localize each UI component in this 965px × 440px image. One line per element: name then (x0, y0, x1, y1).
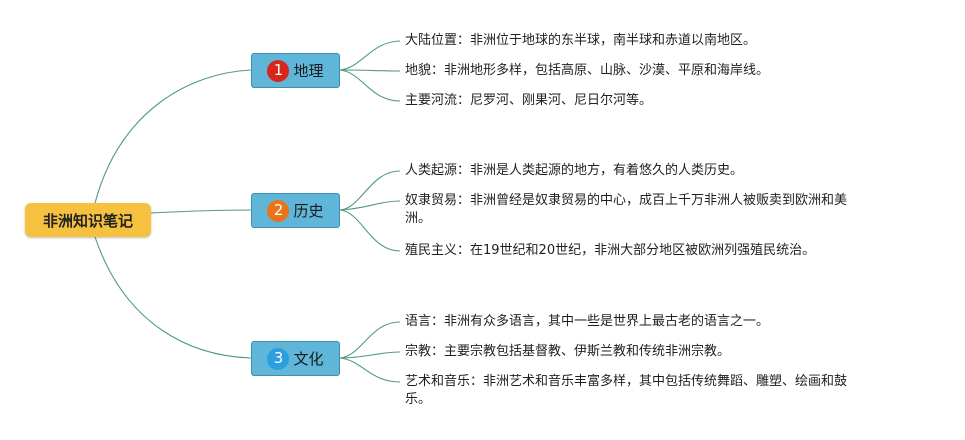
leaf-history-colonialism[interactable]: 殖民主义：在19世纪和20世纪，非洲大部分地区被欧洲列强殖民统治。 (405, 243, 816, 258)
branch-geography[interactable]: 1 地理 (251, 53, 340, 88)
leaf-history-origin[interactable]: 人类起源：非洲是人类起源的地方，有着悠久的人类历史。 (405, 163, 744, 178)
leaf-geography-location[interactable]: 大陆位置：非洲位于地球的东半球，南半球和赤道以南地区。 (405, 33, 757, 48)
number-badge-icon: 1 (267, 59, 290, 82)
leaf-culture-art-music[interactable]: 艺术和音乐：非洲艺术和音乐丰富多样，其中包括传统舞蹈、雕塑、绘画和鼓 乐。 (405, 374, 848, 407)
root-topic-label: 非洲知识笔记 (42, 211, 133, 230)
connector-geography-leaf-1 (339, 40, 401, 71)
connector-culture-leaf-3 (339, 357, 401, 383)
connector-root-culture (94, 236, 252, 359)
branch-history[interactable]: 2 历史 (251, 193, 340, 228)
connector-culture-leaf-1 (339, 321, 401, 359)
leaf-geography-terrain[interactable]: 地貌：非洲地形多样，包括高原、山脉、沙漠、平原和海岸线。 (405, 63, 770, 78)
leaf-history-slave-trade[interactable]: 奴隶贸易：非洲曾经是奴隶贸易的中心，成百上千万非洲人被贩卖到欧洲和美 洲。 (405, 193, 848, 226)
root-topic[interactable]: 非洲知识笔记 (25, 203, 151, 237)
number-badge-icon: 2 (267, 199, 290, 222)
connector-geography-leaf-2 (339, 69, 401, 72)
branch-label: 历史 (293, 202, 324, 220)
leaf-culture-language[interactable]: 语言：非洲有众多语言，其中一些是世界上最古老的语言之一。 (405, 314, 770, 329)
connector-geography-leaf-3 (339, 69, 401, 102)
connector-culture-leaf-2 (339, 351, 401, 359)
connector-history-leaf-1 (339, 170, 401, 211)
branch-label: 地理 (293, 62, 324, 80)
branch-label: 文化 (293, 350, 324, 368)
connector-root-history (150, 209, 252, 214)
branch-culture[interactable]: 3 文化 (251, 341, 340, 376)
connector-history-leaf-2 (339, 200, 401, 211)
connector-history-leaf-3 (339, 209, 401, 252)
leaf-geography-rivers[interactable]: 主要河流：尼罗河、刚果河、尼日尔河等。 (405, 93, 653, 108)
leaf-culture-religion[interactable]: 宗教：主要宗教包括基督教、伊斯兰教和传统非洲宗教。 (405, 344, 731, 359)
number-badge-icon: 3 (267, 347, 290, 370)
connector-root-geography (94, 69, 252, 204)
